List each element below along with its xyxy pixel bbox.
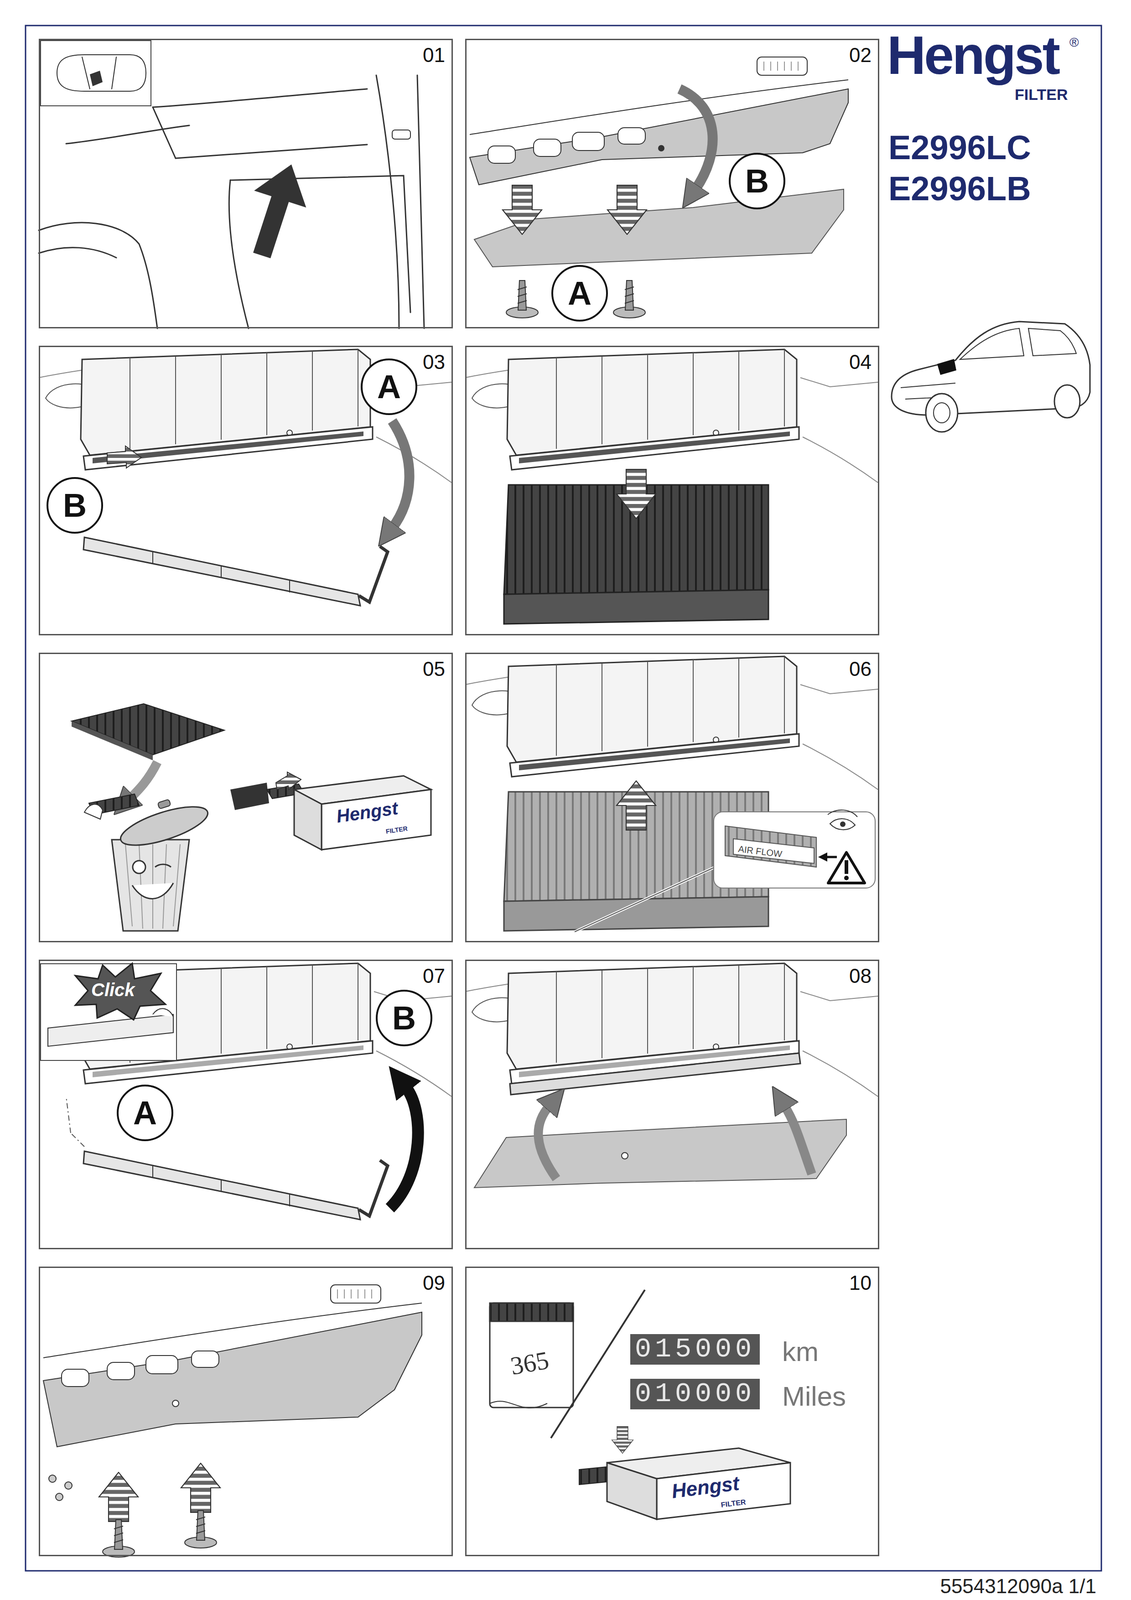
registered-mark: ® [1069,35,1080,49]
step-panel: 02B A [465,38,880,329]
step-number: 04 [849,350,872,374]
step-panel: 08 [465,959,880,1250]
unit-label: km [782,1337,819,1366]
callout-letter: A [567,276,592,310]
step-number: 01 [422,43,446,67]
step-number: 08 [849,964,872,988]
part-number: E2996LB [888,171,1032,207]
callout-letter: A [377,370,401,404]
callout-letter: B [745,164,769,198]
click-text: Click [91,980,135,1000]
callout-letter: B [392,1001,416,1035]
step-number: 02 [849,43,872,67]
document-code: 5554312090a 1/1 [939,1575,1097,1597]
step-panel: 10 [465,1266,880,1557]
step-panel: 07B A [38,959,453,1250]
step-number: 03 [422,350,446,374]
step-panel: 06 [465,652,880,943]
step-number: 06 [849,657,872,681]
callout-circle: A [116,1084,174,1142]
callout-letter: B [62,488,87,522]
callout-circle: B [728,152,786,210]
step-panel: 05 [38,652,453,943]
odometer-miles: 010000 [630,1378,760,1410]
step-panel: 01 [38,38,453,329]
step-panel: 09 [38,1266,453,1557]
callout-circle: B [46,477,104,534]
step-number: 10 [849,1271,872,1295]
callout-circle: A [360,358,418,416]
callout-circle: B [375,989,433,1047]
brand-logo: Hengst [887,27,1059,84]
callout-letter: A [133,1096,157,1130]
step-number: 07 [422,964,446,988]
odometer-km: 015000 [630,1333,760,1365]
part-number: E2996LC [888,129,1032,166]
step-number: 05 [422,657,446,681]
step-panel: 04 [465,345,880,636]
unit-label: Miles [782,1381,846,1411]
callout-circle: A [551,264,608,322]
step-number: 09 [422,1271,446,1295]
brand-subtitle: FILTER [1014,86,1068,104]
step-panel: 03A B [38,345,453,636]
